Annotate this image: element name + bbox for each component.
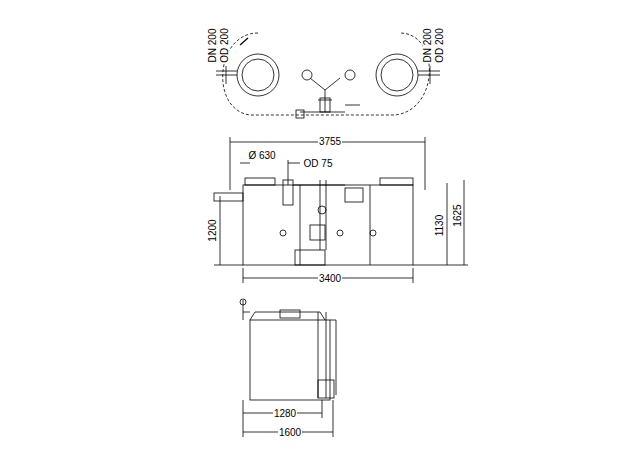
dimension-label: OD 200 [434, 27, 445, 63]
dimension-label: 1200 [207, 218, 218, 242]
dimension-label: 3400 [318, 273, 342, 284]
dimension-label: OD 75 [303, 158, 334, 169]
dimension-label: Ø 630 [247, 150, 276, 161]
dimension-label: DN 200 [423, 27, 434, 63]
dimension-label: 3755 [318, 136, 342, 147]
dimension-label: OD 200 [219, 27, 230, 63]
dimension-label: 1600 [278, 427, 302, 438]
dimension-label: 1130 [434, 213, 445, 237]
dimension-label: 1625 [452, 203, 463, 227]
dimension-label: DN 200 [208, 27, 219, 63]
dimension-label: 1280 [273, 408, 297, 419]
